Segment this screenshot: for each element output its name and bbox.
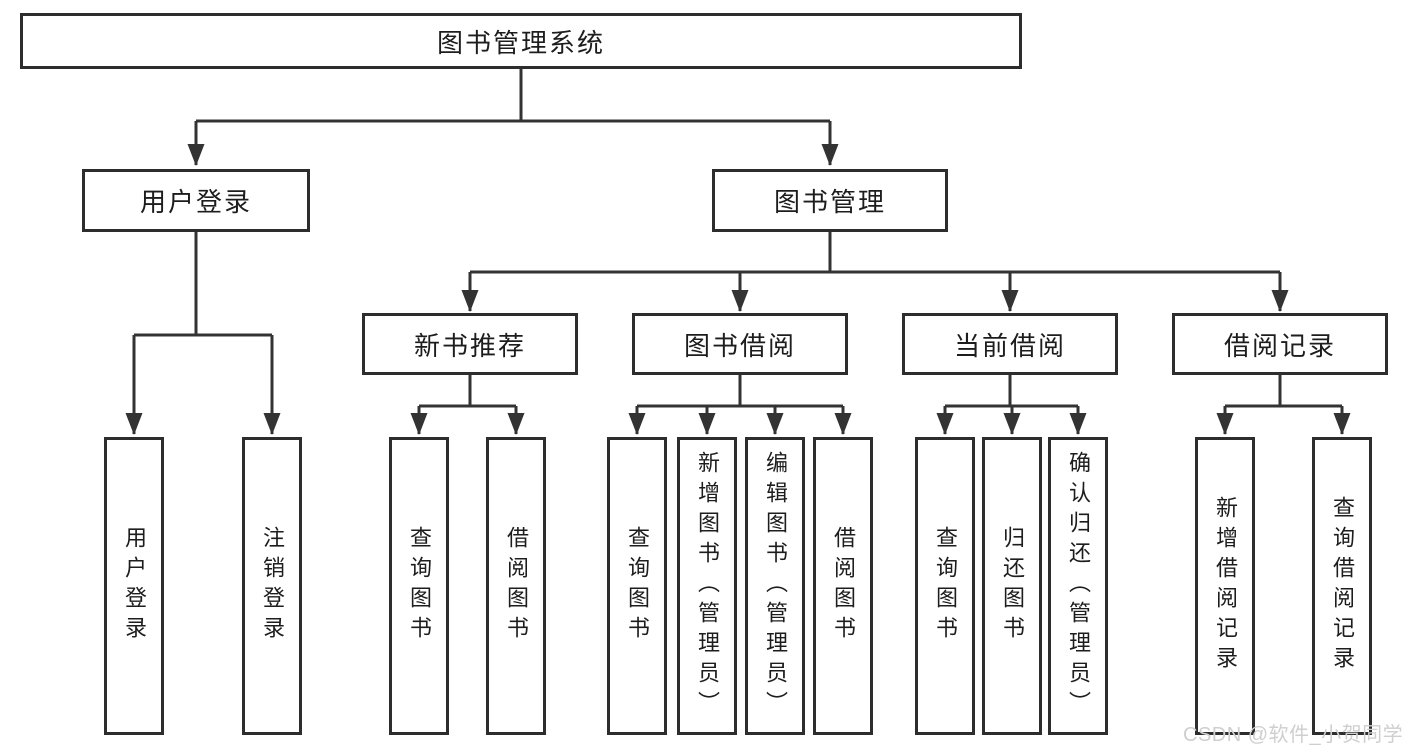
leaf-borrowing-borrow-books: 借阅图书 <box>813 437 873 735</box>
node-borrow-records: 借阅记录 <box>1172 313 1388 375</box>
leaf-borrowing-query-books: 查询图书 <box>607 437 667 735</box>
node-library-system: 图书管理系统 <box>20 13 1022 69</box>
node-user-login: 用户登录 <box>82 169 310 232</box>
node-book-borrowing: 图书借阅 <box>632 313 848 375</box>
leaf-newbook-borrow-books: 借阅图书 <box>486 437 546 735</box>
watermark-csdn: CSDN @软件_小贺同学 <box>1183 724 1404 746</box>
connector-user-login-children <box>125 232 281 435</box>
connector-book-management-to-level3 <box>461 232 1289 312</box>
node-current-borrowing: 当前借阅 <box>902 313 1118 375</box>
leaf-newbook-query-books: 查询图书 <box>389 437 449 735</box>
leaf-borrowing-add-book-admin: 新增图书（管理员） <box>677 437 737 735</box>
leaf-records-add-record: 新增借阅记录 <box>1195 437 1255 735</box>
leaf-user-login: 用户登录 <box>104 437 164 735</box>
leaf-logout: 注销登录 <box>242 437 302 735</box>
leaf-borrowing-edit-book-admin: 编辑图书（管理员） <box>745 437 805 735</box>
connector-book-borrow-children <box>628 375 852 435</box>
leaf-current-confirm-return-admin: 确认归还（管理员） <box>1048 437 1108 735</box>
leaf-records-query-record: 查询借阅记录 <box>1312 437 1372 735</box>
connector-borrow-records-children <box>1216 375 1351 435</box>
node-book-management: 图书管理 <box>712 169 948 232</box>
connector-new-book-children <box>410 375 525 435</box>
node-new-book-recommend: 新书推荐 <box>362 313 578 375</box>
connector-root-to-level2 <box>187 69 839 166</box>
leaf-current-query-books: 查询图书 <box>915 437 975 735</box>
connector-current-borrow-children <box>936 375 1087 435</box>
leaf-current-return-books: 归还图书 <box>982 437 1042 735</box>
